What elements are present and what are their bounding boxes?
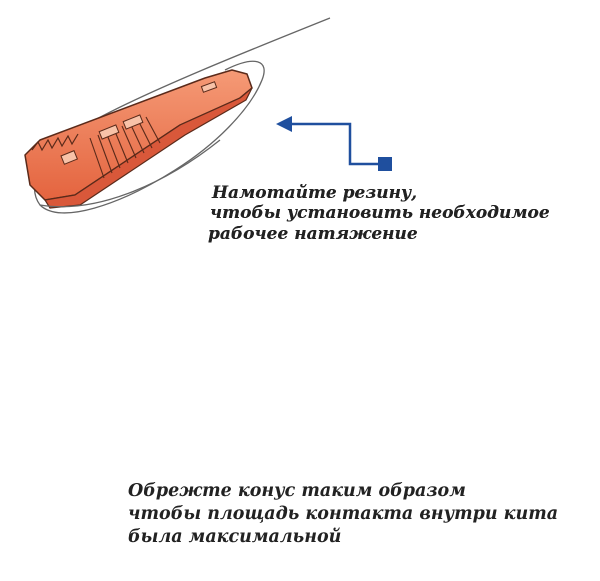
tool-wound-rubber (24, 17, 331, 214)
tool-slots (60, 81, 218, 165)
instruction-caption-wind: Намотайте резину, чтобы установить необх… (208, 183, 550, 244)
pointer-arrow-top (276, 116, 392, 171)
caption-line: чтобы площадь контакта внутри кита (128, 503, 559, 524)
instruction-caption-wind: Намотайте резину, чтобы установить необх… (208, 183, 550, 244)
tool-shade (44, 87, 253, 209)
instruction-caption-cut: Обрежте конус таким образом чтобы площад… (128, 480, 558, 548)
rubber-wire (33, 17, 331, 214)
tool-body (24, 69, 253, 201)
caption-line: была максимальной (128, 526, 342, 547)
caption-line: рабочее натяжение (208, 223, 418, 244)
caption-line: чтобы установить необходимое (210, 203, 550, 224)
caption-line: Обрежте конус таким образом (128, 481, 466, 501)
caption-line: чтобы установить необходимое (210, 203, 550, 224)
caption-line: рабочее натяжение (208, 223, 418, 244)
caption-line: Намотайте резину, (212, 183, 418, 203)
tool-teeth (31, 133, 79, 152)
rubber-wire-front (39, 139, 221, 208)
caption-line: Намотайте резину, (212, 183, 418, 203)
tool-ribs (89, 116, 161, 179)
